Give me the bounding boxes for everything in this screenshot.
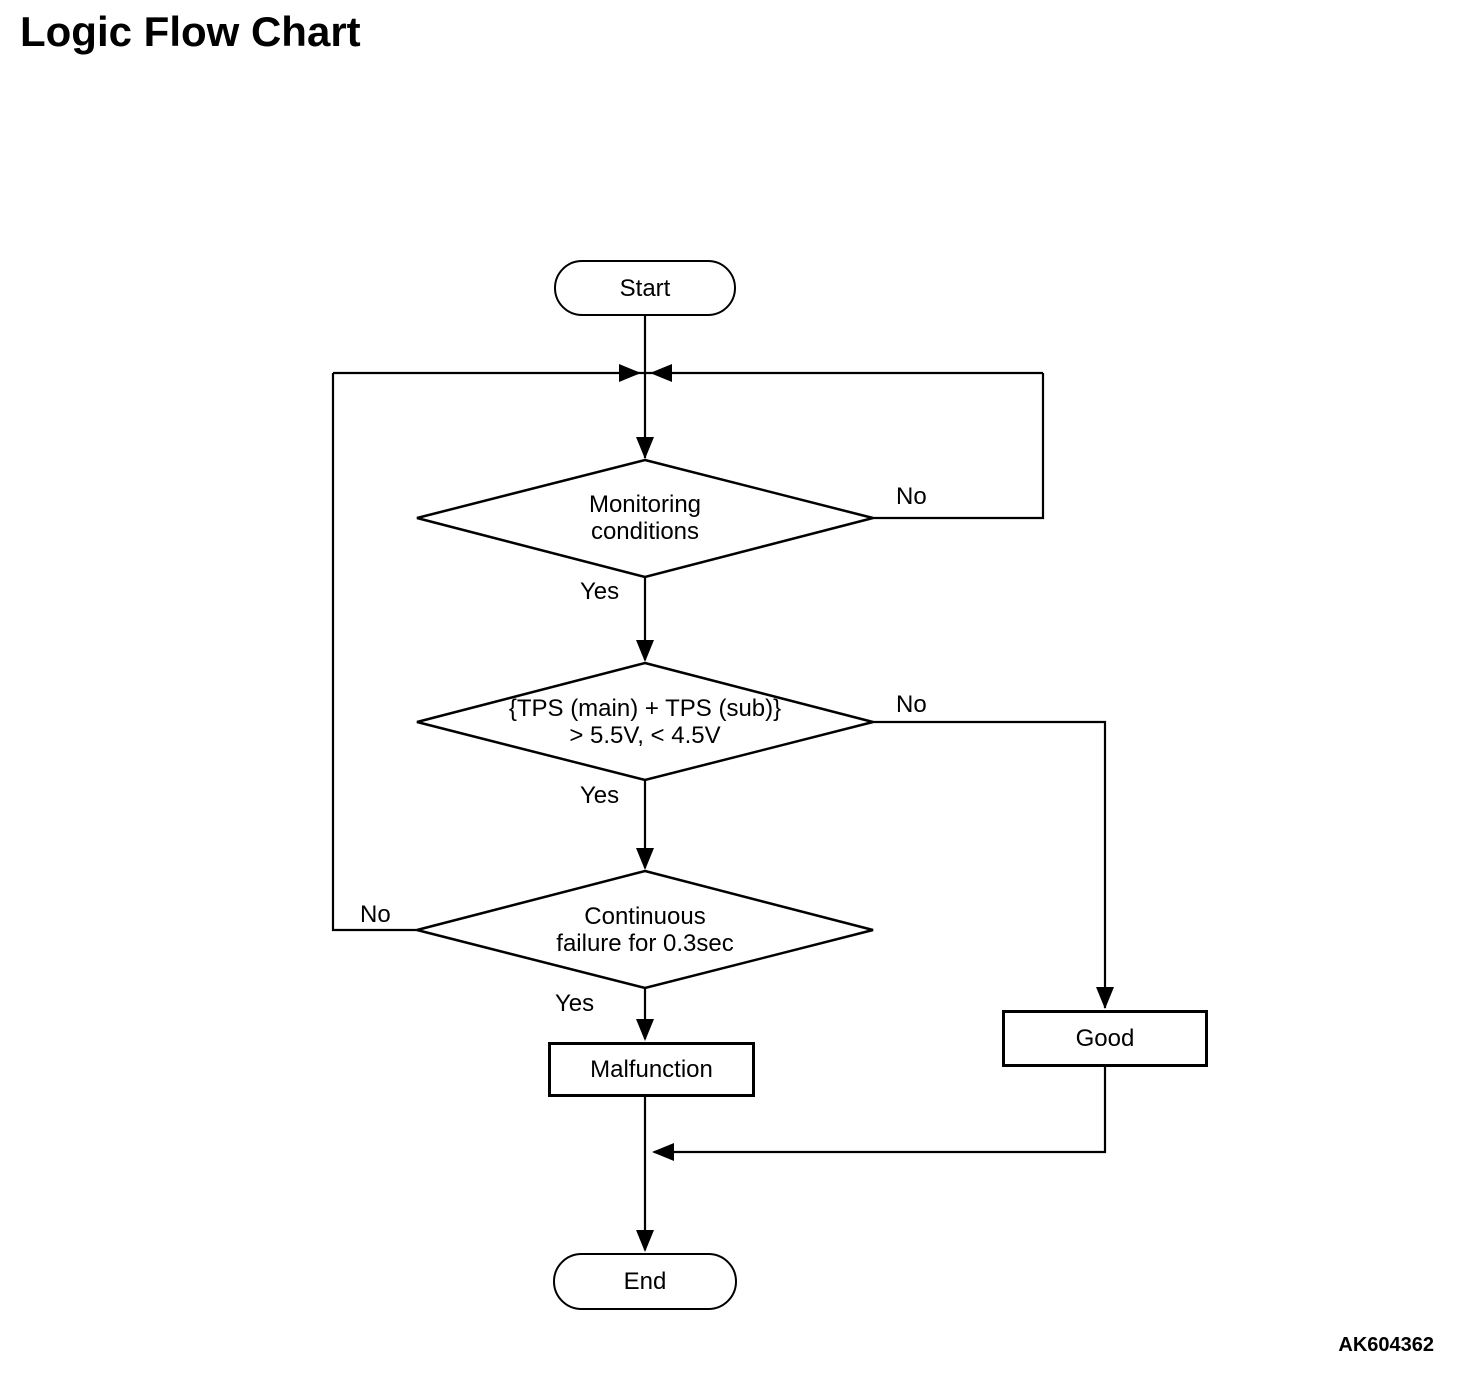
figure-code: AK604362 bbox=[1338, 1334, 1434, 1356]
edge-label-tps-yes: Yes bbox=[580, 782, 620, 809]
end-node-label: End bbox=[623, 1268, 667, 1295]
decision-monitoring-label: Monitoring conditions bbox=[588, 491, 702, 545]
good-node: Good bbox=[1002, 1010, 1208, 1067]
edge-label-continuous-no: No bbox=[360, 901, 391, 928]
edge-monitoring-no-loop bbox=[873, 373, 1045, 520]
arrowhead-into-good bbox=[1096, 987, 1114, 1009]
end-node: End bbox=[553, 1253, 737, 1310]
edge-label-tps-no: No bbox=[896, 691, 927, 718]
arrowhead-loop-left-into-junction bbox=[619, 364, 641, 382]
decision-monitoring-shape bbox=[416, 458, 874, 579]
malfunction-node: Malfunction bbox=[548, 1042, 755, 1097]
page-title: Logic Flow Chart bbox=[20, 8, 361, 55]
arrowhead-into-continuous bbox=[636, 848, 654, 870]
good-node-label: Good bbox=[1075, 1025, 1135, 1052]
start-node: Start bbox=[554, 260, 736, 316]
start-node-label: Start bbox=[619, 274, 671, 302]
arrowhead-into-end bbox=[636, 1230, 654, 1252]
malfunction-node-label: Malfunction bbox=[590, 1056, 713, 1083]
arrowhead-into-tps bbox=[636, 640, 654, 662]
arrowhead-loop-right-into-junction bbox=[650, 364, 672, 382]
arrowhead-good-into-merge bbox=[652, 1143, 674, 1161]
edge-continuous-no-loop bbox=[331, 373, 417, 932]
arrowhead-into-monitoring bbox=[636, 437, 654, 459]
arrowhead-into-malfunction bbox=[636, 1019, 654, 1041]
decision-continuous-label: Continuous failure for 0.3sec bbox=[556, 903, 734, 957]
edge-good-to-merge bbox=[654, 1067, 1107, 1154]
edge-label-continuous-yes: Yes bbox=[555, 990, 595, 1017]
edge-label-monitoring-yes: Yes bbox=[580, 578, 620, 605]
decision-tps-label: {TPS (main) + TPS (sub)} > 5.5V, < 4.5V bbox=[508, 695, 782, 749]
edge-tps-no-to-good bbox=[873, 720, 1107, 1008]
edge-label-monitoring-no: No bbox=[896, 483, 927, 510]
decision-tps-shape bbox=[416, 661, 874, 782]
decision-continuous-shape bbox=[416, 869, 874, 990]
